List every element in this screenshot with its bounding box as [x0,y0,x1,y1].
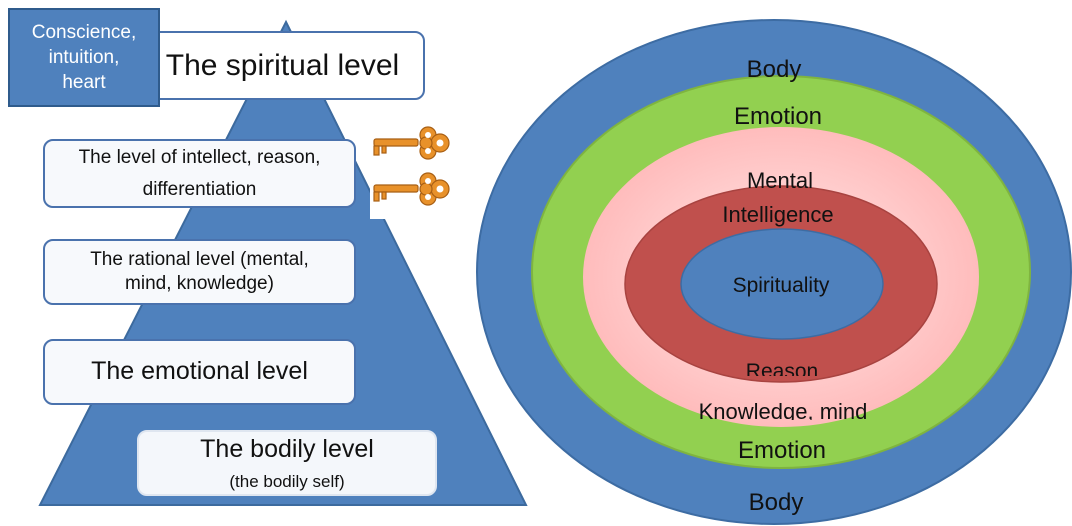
bodily-level-box: The bodily level (the bodily self) [137,430,437,496]
keys-image [370,125,460,219]
spiritual-level-box: The spiritual level [140,31,425,100]
ring-label-spirituality: Spirituality [732,274,830,297]
conscience-line-3: heart [62,72,106,93]
intellect-level-line-1: The level of intellect, reason, [78,146,321,168]
ring-label-emotion-top: Emotion [733,103,823,130]
rational-level-box: The rational level (mental, mind, knowle… [43,239,356,305]
spirituality-core [680,228,884,340]
conscience-line-1: Conscience, [31,22,137,43]
conscience-intuition-heart-box: Conscience, intuition, heart [8,8,160,107]
ring-label-knowledge-mind: Knowledge, mind [698,399,868,420]
bodily-level-sublabel: (the bodily self) [229,472,345,491]
bodily-level-label: The bodily level [200,434,374,463]
intellect-level-box: The level of intellect, reason, differen… [43,139,356,208]
ring-label-body-bottom: Body [748,489,804,516]
rational-level-line-2: mind, knowledge) [125,273,274,294]
rational-level-line-1: The rational level (mental, [90,249,309,271]
ring-label-mental: Mental [746,168,814,193]
ring-label-body-top: Body [746,56,802,83]
ring-label-intelligence: Intelligence [722,202,834,227]
ring-label-reason: Reason [745,360,819,376]
conscience-line-2: intuition, [48,47,120,68]
ring-label-emotion-bottom: Emotion [737,437,827,464]
emotional-level-box: The emotional level [43,339,356,405]
golden-keys-icon [373,126,450,206]
intellect-level-line-2: differentiation [142,178,257,200]
emotional-level-label: The emotional level [91,357,308,386]
spiritual-level-label: The spiritual level [165,48,400,82]
